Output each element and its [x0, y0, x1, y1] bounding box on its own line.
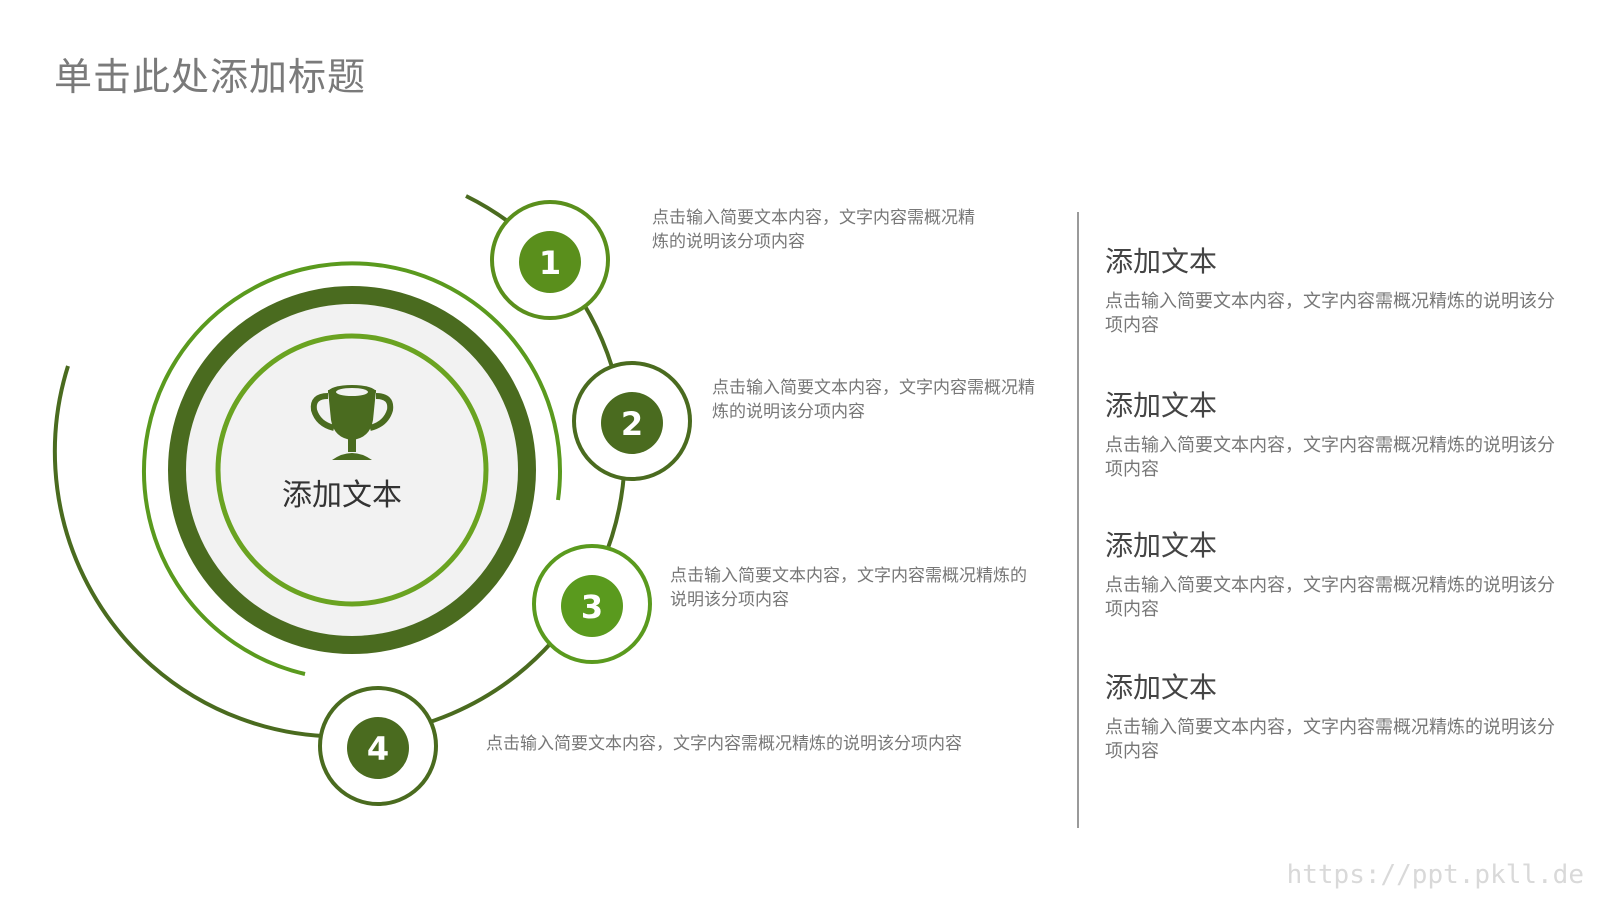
trophy-icon	[310, 385, 394, 460]
outer-orbit-arc	[52, 194, 627, 739]
step-description-1[interactable]: 点击输入简要文本内容，文字内容需概况精炼的说明该分项内容	[652, 208, 975, 252]
inner-ring	[215, 333, 489, 607]
side-item-body[interactable]: 点击输入简要文本内容，文字内容需概况精炼的说明该分项内容	[1105, 291, 1555, 336]
center-label[interactable]: 添加文本	[282, 478, 402, 513]
step-description-4[interactable]: 点击输入简要文本内容，文字内容需概况精炼的说明该分项内容	[486, 734, 962, 754]
side-item: 添加文本 点击输入简要文本内容，文字内容需概况精炼的说明该分项内容	[1105, 524, 1555, 622]
side-item-body[interactable]: 点击输入简要文本内容，文字内容需概况精炼的说明该分项内容	[1105, 575, 1555, 620]
side-item-title[interactable]: 添加文本	[1105, 245, 1218, 278]
side-item-body[interactable]: 点击输入简要文本内容，文字内容需概况精炼的说明该分项内容	[1105, 717, 1555, 762]
side-item-body[interactable]: 点击输入简要文本内容，文字内容需概况精炼的说明该分项内容	[1105, 435, 1555, 480]
step-badge-3[interactable]: 3	[532, 544, 652, 664]
step-number-1: 1	[539, 244, 561, 282]
step-badge-4[interactable]: 4	[318, 686, 438, 806]
middle-ring-arc	[142, 261, 562, 676]
step-description-2[interactable]: 点击输入简要文本内容，文字内容需概况精炼的说明该分项内容	[712, 378, 1035, 422]
vertical-divider	[1077, 212, 1079, 828]
watermark-url: https://ppt.pkll.de	[1286, 860, 1584, 890]
side-item-title[interactable]: 添加文本	[1105, 671, 1218, 704]
side-item: 添加文本 点击输入简要文本内容，文字内容需概况精炼的说明该分项内容	[1105, 240, 1555, 338]
side-item: 添加文本 点击输入简要文本内容，文字内容需概况精炼的说明该分项内容	[1105, 384, 1555, 482]
side-item-title[interactable]: 添加文本	[1105, 529, 1218, 562]
step-number-2: 2	[621, 405, 643, 443]
slide-title[interactable]: 单击此处添加标题	[54, 55, 367, 99]
step-badge-1[interactable]: 1	[490, 200, 610, 320]
step-badge-2[interactable]: 2	[572, 361, 692, 481]
step-description-3[interactable]: 点击输入简要文本内容，文字内容需概况精炼的说明该分项内容	[670, 566, 1027, 610]
step-number-4: 4	[367, 730, 389, 768]
side-item-title[interactable]: 添加文本	[1105, 389, 1218, 422]
step-number-3: 3	[581, 588, 603, 626]
side-item: 添加文本 点击输入简要文本内容，文字内容需概况精炼的说明该分项内容	[1105, 666, 1555, 764]
